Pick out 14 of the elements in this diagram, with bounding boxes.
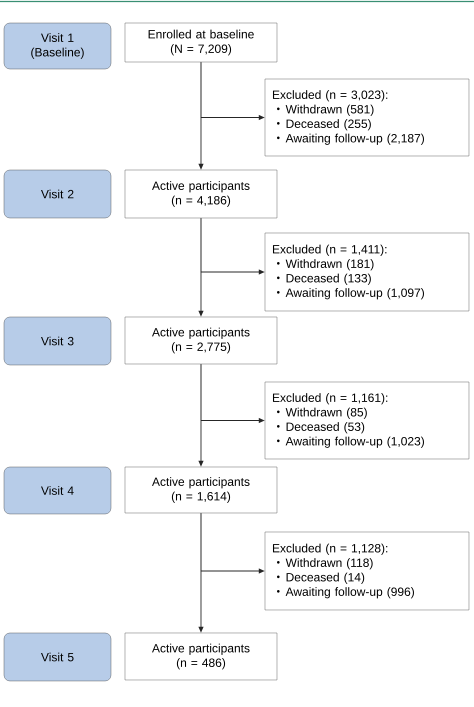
- process-box: Active participants (n = 2,775): [124, 316, 278, 364]
- process-box: Active participants (n = 486): [124, 632, 278, 680]
- process-box: Enrolled at baseline (N = 7,209): [124, 22, 278, 62]
- exclusion-box: Excluded (n = 1,411): Withdrawn (181) Deceased (133) Awaiting follow-up (1,097): [264, 232, 470, 312]
- visit-box: Visit 3: [4, 316, 112, 366]
- visit-box: Visit 1 (Baseline): [4, 22, 112, 70]
- exclusion-box: Excluded (n = 1,161): Withdrawn (85) Deceased (53) Awaiting follow-up (1,023): [264, 382, 470, 460]
- exclusion-box: Excluded (n = 3,023): Withdrawn (581) Deceased (255) Awaiting follow-up (2,187): [264, 78, 470, 156]
- visit-box: Visit 4: [4, 466, 112, 514]
- visit-box: Visit 5: [4, 632, 112, 682]
- process-box: Active participants (n = 4,186): [124, 170, 278, 218]
- visit-box: Visit 2: [4, 170, 112, 218]
- exclusion-box: Excluded (n = 1,128): Withdrawn (118) Deceased (14) Awaiting follow-up (996): [264, 532, 470, 610]
- process-box: Active participants (n = 1,614): [124, 466, 278, 514]
